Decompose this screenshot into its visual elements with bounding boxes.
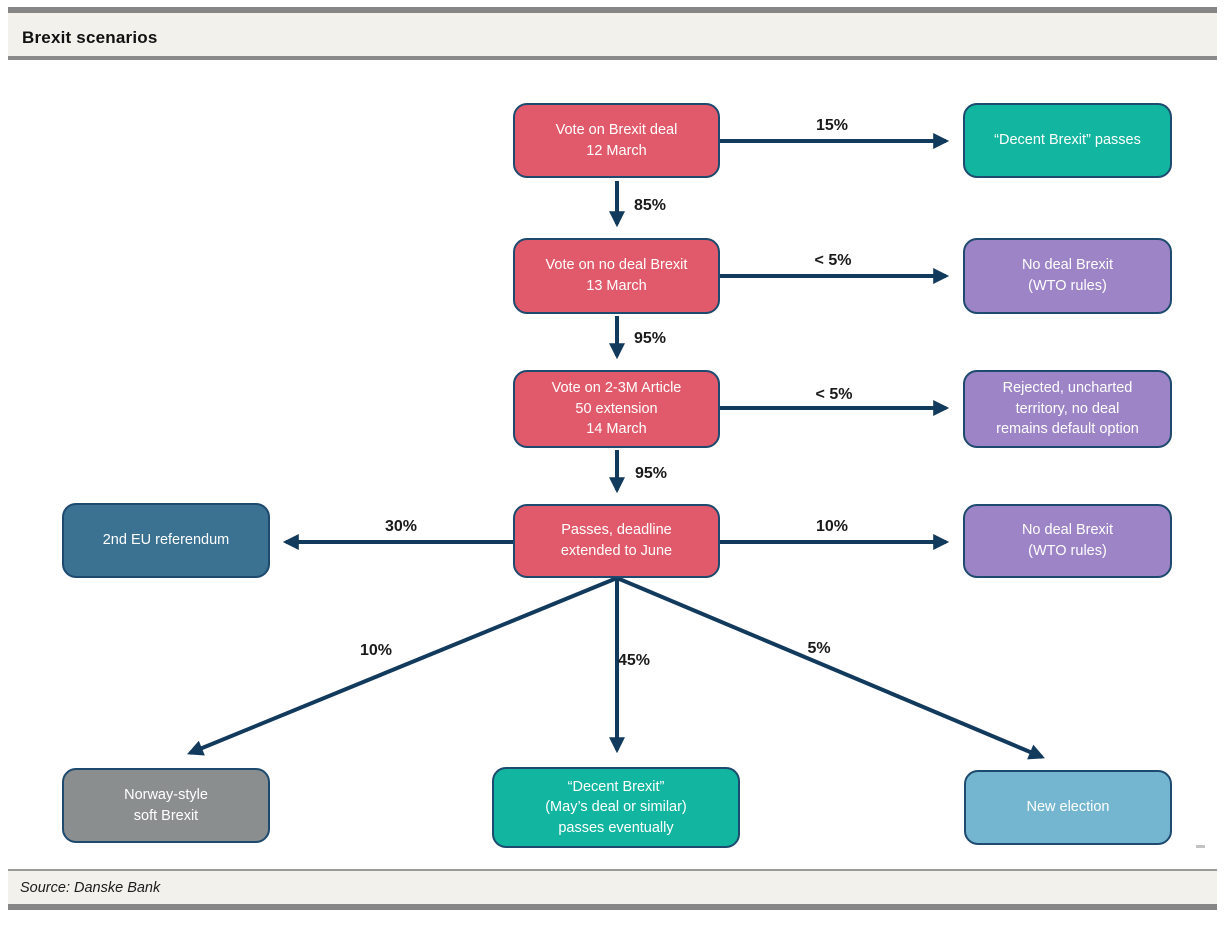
source-note: Source: Danske Bank: [20, 880, 161, 896]
edge-label-85pct: 85%: [633, 197, 667, 214]
footer-rule: [8, 869, 1217, 871]
node-new-election: New election: [964, 770, 1172, 845]
header-band: [8, 13, 1217, 56]
page-title: Brexit scenarios: [22, 28, 158, 47]
edge-label-95pct-2: 95%: [634, 465, 668, 482]
node-norway-style: Norway-style soft Brexit: [62, 768, 270, 843]
node-vote-brexit-deal: Vote on Brexit deal 12 March: [513, 103, 720, 178]
edge-label-5pct: 5%: [807, 640, 831, 657]
header-rule: [8, 56, 1217, 60]
node-decent-brexit-eventually: “Decent Brexit” (May’s deal or similar) …: [492, 767, 740, 848]
edge-label-lt5pct-1: < 5%: [814, 252, 852, 269]
edge-label-15pct: 15%: [815, 117, 849, 134]
edge-label-lt5pct-2: < 5%: [815, 386, 853, 403]
node-decent-brexit-passes: “Decent Brexit” passes: [963, 103, 1172, 178]
edge-label-30pct: 30%: [384, 518, 418, 535]
node-vote-no-deal: Vote on no deal Brexit 13 March: [513, 238, 720, 314]
artifact-dash: [1196, 845, 1205, 848]
top-divider-bar: [8, 7, 1217, 13]
footer-band: [8, 871, 1217, 904]
edge-label-45pct: 45%: [617, 652, 651, 669]
node-vote-extension: Vote on 2-3M Article 50 extension 14 Mar…: [513, 370, 720, 448]
edge-label-10pct-1: 10%: [815, 518, 849, 535]
node-no-deal-wto-2: No deal Brexit (WTO rules): [963, 504, 1172, 578]
node-rejected-uncharted: Rejected, uncharted territory, no deal r…: [963, 370, 1172, 448]
edge-label-95pct-1: 95%: [633, 330, 667, 347]
bottom-divider-bar: [8, 904, 1217, 910]
node-passes-deadline: Passes, deadline extended to June: [513, 504, 720, 578]
node-no-deal-wto-1: No deal Brexit (WTO rules): [963, 238, 1172, 314]
node-second-eu-referendum: 2nd EU referendum: [62, 503, 270, 578]
edge-label-10pct-2: 10%: [359, 642, 393, 659]
